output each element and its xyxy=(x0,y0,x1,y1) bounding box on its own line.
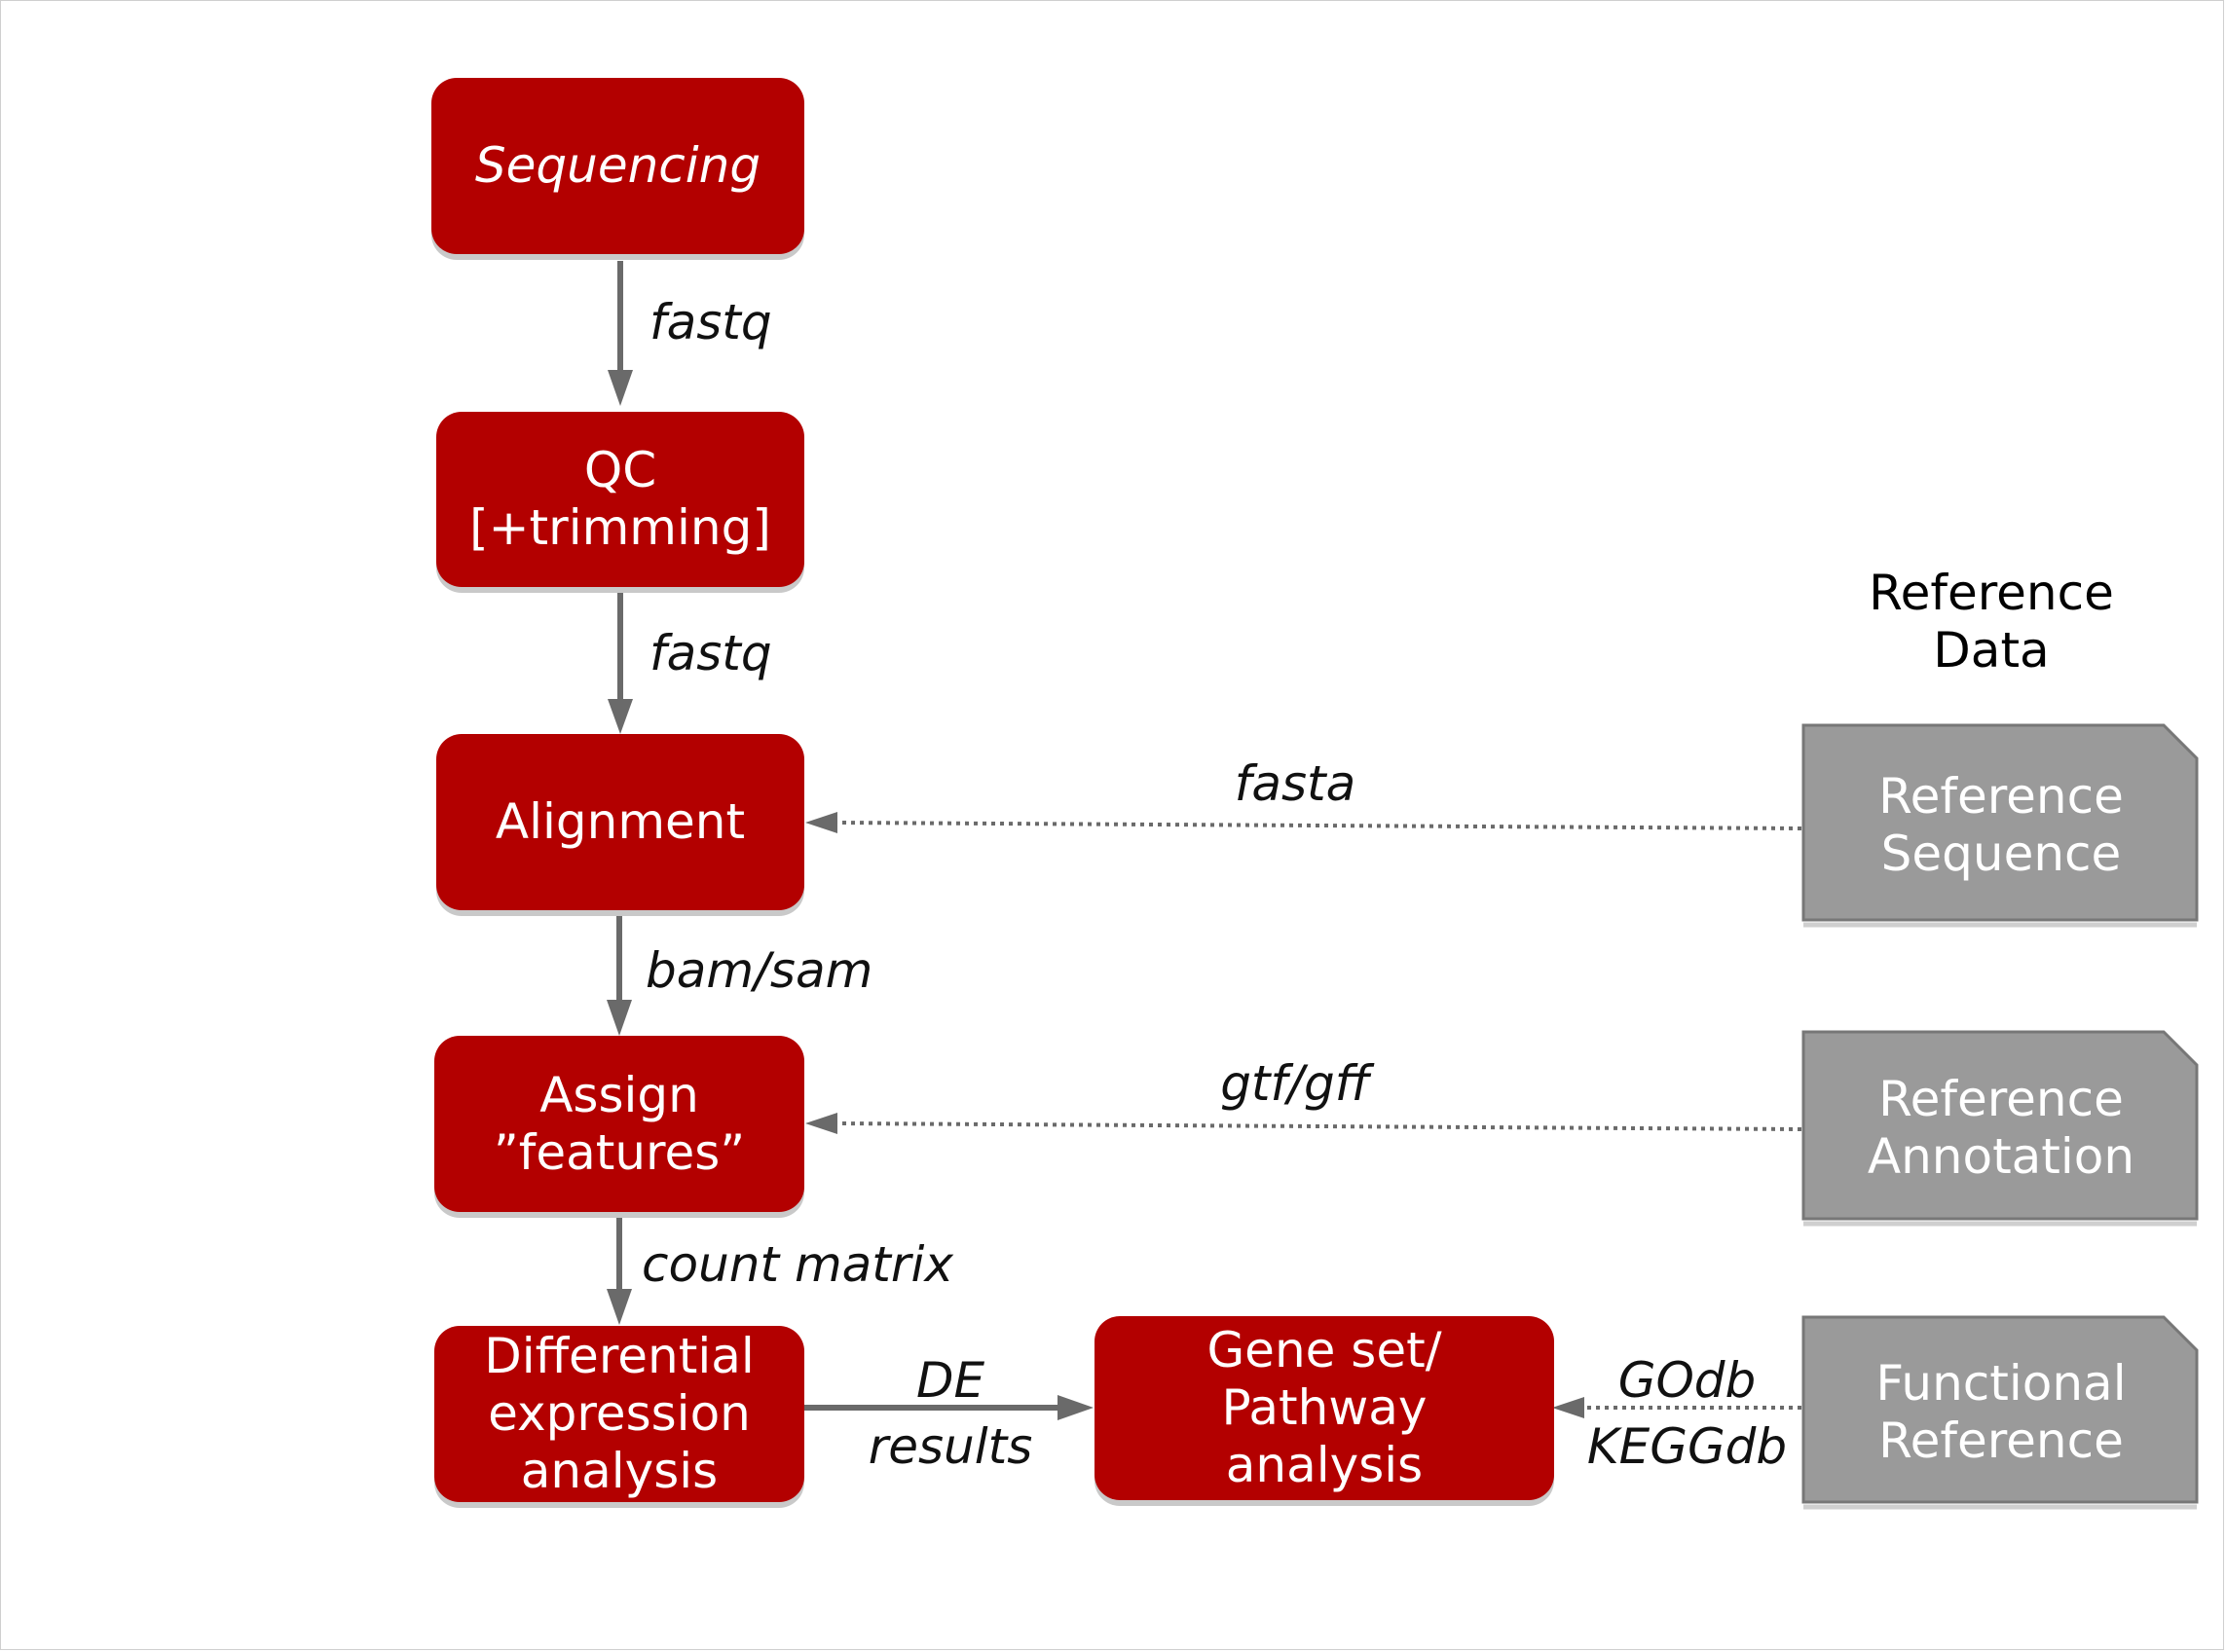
edge-label-bam-sam: bam/sam xyxy=(646,942,873,999)
node-qc: QC [+trimming] xyxy=(436,412,804,587)
node-reference-sequence: Reference Sequence xyxy=(1801,723,2201,928)
node-differential-expression-label: Differential expression analysis xyxy=(484,1328,755,1499)
document-shape xyxy=(1801,723,2199,928)
node-gene-set-analysis: Gene set/ Pathway analysis xyxy=(1094,1316,1554,1500)
edge-label-fastq-2: fastq xyxy=(649,625,772,681)
edge-label-godb-keggdb: GOdb KEGGdb xyxy=(1586,1352,1788,1475)
arrowhead-qc-to-align xyxy=(608,699,633,734)
arrowhead-seq-to-qc xyxy=(608,370,633,406)
node-qc-label: QC [+trimming] xyxy=(469,442,771,556)
document-shape xyxy=(1801,1315,2199,1510)
edge-label-count-matrix: count matrix xyxy=(642,1236,953,1293)
node-sequencing-label: Sequencing xyxy=(474,137,761,194)
node-gene-set-analysis-label: Gene set/ Pathway analysis xyxy=(1206,1322,1442,1493)
document-shape xyxy=(1801,1030,2199,1227)
node-reference-annotation: Reference Annotation xyxy=(1801,1030,2201,1227)
edge-label-de-results: DE results xyxy=(868,1352,1033,1475)
node-sequencing: Sequencing xyxy=(431,78,804,254)
arrowhead-align-to-assign xyxy=(607,1000,632,1036)
node-reference-sequence-label: Reference Sequence xyxy=(1878,768,2124,882)
edge-gtf xyxy=(836,1121,1802,1131)
edge-label-fasta: fasta xyxy=(1234,755,1356,812)
edge-label-fastq-1: fastq xyxy=(649,294,772,350)
arrowhead-assign-to-de xyxy=(607,1289,632,1325)
node-differential-expression: Differential expression analysis xyxy=(434,1326,804,1502)
arrowhead-fasta xyxy=(805,812,837,833)
node-assign-features-label: Assign ”features” xyxy=(493,1066,746,1181)
node-reference-annotation-label: Reference Annotation xyxy=(1867,1071,2135,1185)
node-alignment: Alignment xyxy=(436,734,804,910)
arrowhead-gtf xyxy=(805,1113,837,1134)
edge-fasta xyxy=(836,821,1802,830)
node-assign-features: Assign ”features” xyxy=(434,1036,804,1212)
node-functional-reference: Functional Reference xyxy=(1801,1315,2201,1510)
arrowhead-de-to-geneset xyxy=(1057,1395,1094,1420)
node-alignment-label: Alignment xyxy=(495,793,746,850)
edge-label-gtf-gff: gtf/gff xyxy=(1220,1055,1370,1112)
reference-data-header: Reference Data xyxy=(1869,565,2114,679)
arrowhead-functional xyxy=(1552,1397,1584,1418)
node-functional-reference-label: Functional Reference xyxy=(1875,1355,2127,1469)
